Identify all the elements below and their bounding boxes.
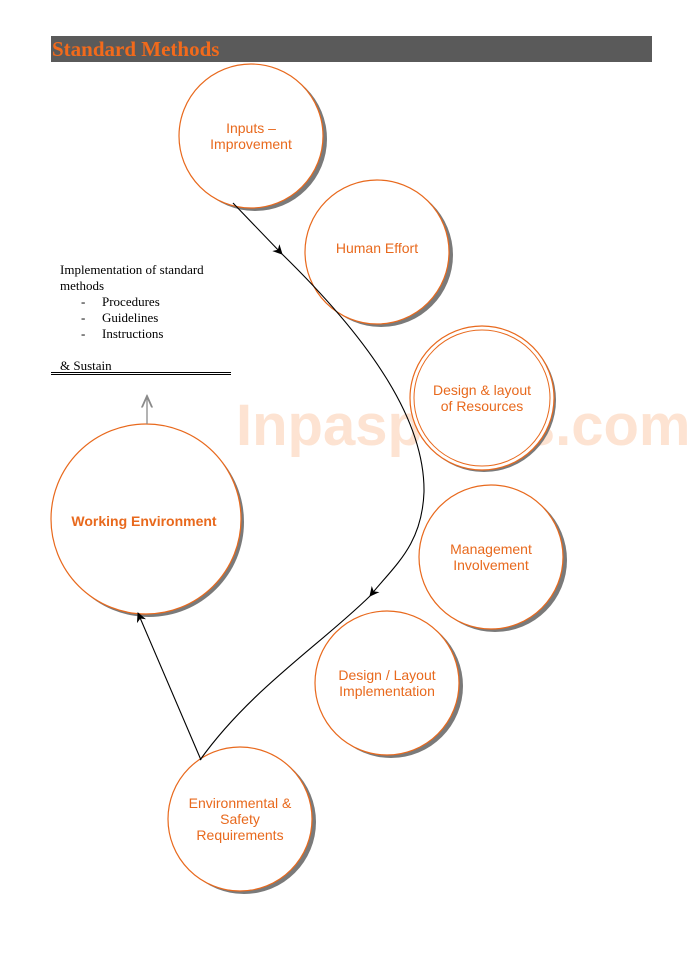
arrow-inputs-to-human-effort (232, 202, 283, 255)
circle-design-resources (409, 325, 555, 471)
circle-environmental (167, 746, 313, 892)
circle-inputs (178, 63, 324, 209)
node-label-inputs: Inputs – Improvement (210, 120, 292, 152)
note-item-guidelines: Guidelines (60, 310, 240, 326)
node-label-environmental: Environmental & Safety Requirements (188, 795, 292, 843)
sustain-label: & Sustain (60, 358, 112, 373)
node-label-human-effort: Human Effort (335, 240, 419, 256)
note-item-procedures: Procedures (60, 294, 240, 310)
node-label-working-environment: Working Environment (71, 513, 217, 529)
circles (50, 63, 564, 892)
note-item-instructions: Instructions (60, 326, 240, 342)
title-bar: Standard Methods (51, 36, 652, 62)
node-label-design-resources: Design & layout of Resources (432, 382, 532, 414)
standard-methods-note: Implementation of standard methods Proce… (60, 262, 240, 342)
node-label-design-implementation: Design / Layout Implementation (338, 667, 436, 699)
arrow-flow-to-design-implementation (281, 253, 425, 597)
circle-human-effort (304, 179, 450, 325)
line-to-environmental (199, 595, 371, 761)
circle-design-implementation (314, 610, 460, 756)
node-label-management: Management Involvement (450, 541, 532, 573)
arrow-environmental-to-working-environment (136, 612, 202, 761)
note-heading: Implementation of standard methods (60, 262, 204, 293)
circle-management (418, 484, 564, 630)
connectors (136, 202, 425, 761)
page-title: Standard Methods (52, 37, 220, 61)
circle-design-resources-inner (413, 329, 551, 467)
sustain-underline (51, 372, 231, 375)
note-list: Procedures Guidelines Instructions (60, 294, 240, 342)
